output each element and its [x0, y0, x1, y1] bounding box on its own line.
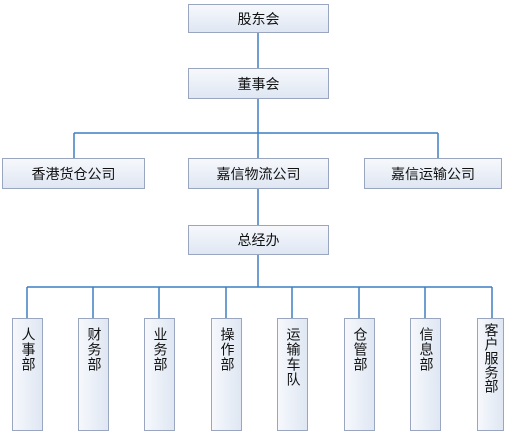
shareholders-label: 股东会	[237, 11, 280, 28]
shareholders-box: 股东会	[188, 4, 329, 33]
department-label-2: 财务部	[85, 327, 102, 372]
department-label-8: 客户服务部	[482, 323, 499, 393]
subsidiary-box-3: 嘉信运输公司	[364, 158, 502, 189]
subsidiary-label-1: 香港货仓公司	[31, 166, 116, 183]
department-box-3: 业务部	[144, 318, 175, 431]
department-box-6: 仓管部	[344, 318, 375, 431]
department-label-5: 运输车队	[284, 327, 301, 387]
department-label-7: 信息部	[417, 327, 434, 372]
board-box: 董事会	[188, 68, 329, 99]
department-box-8: 客户服务部	[477, 318, 504, 431]
subsidiary-label-2: 嘉信物流公司	[216, 166, 301, 183]
board-label: 董事会	[237, 76, 280, 93]
department-label-4: 操作部	[218, 327, 235, 372]
department-label-6: 仓管部	[351, 327, 368, 372]
subsidiary-box-2: 嘉信物流公司	[188, 158, 329, 189]
department-box-1: 人事部	[12, 318, 43, 431]
department-label-1: 人事部	[19, 327, 36, 372]
department-box-2: 财务部	[78, 318, 109, 431]
subsidiary-label-3: 嘉信运输公司	[391, 166, 475, 183]
department-box-4: 操作部	[211, 318, 242, 431]
department-box-7: 信息部	[410, 318, 441, 431]
department-box-5: 运输车队	[277, 318, 308, 431]
general-office-box: 总经办	[188, 225, 329, 255]
subsidiary-box-1: 香港货仓公司	[2, 158, 145, 189]
department-label-3: 业务部	[151, 327, 168, 372]
general-office-label: 总经办	[237, 233, 280, 249]
